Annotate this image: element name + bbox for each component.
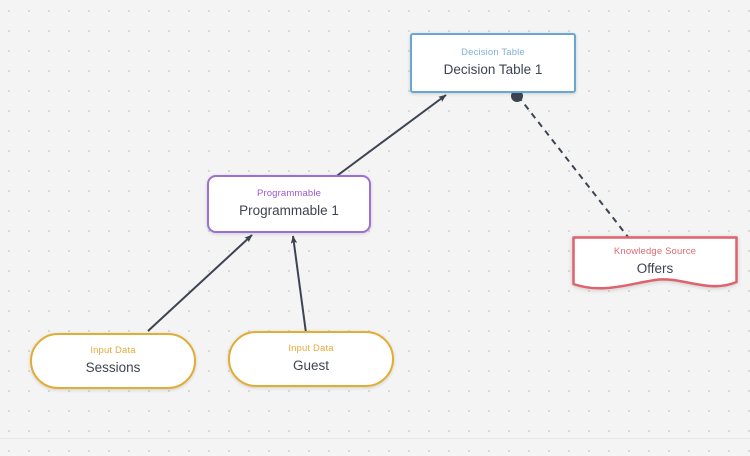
node-type-label: Programmable <box>256 188 322 200</box>
node-name-label: Decision Table 1 <box>443 62 543 78</box>
knowledge-source-shape <box>572 236 738 290</box>
node-type-label: Input Data <box>90 345 136 357</box>
node-decision-table[interactable]: Decision Table Decision Table 1 <box>410 33 576 93</box>
node-input-data-guest[interactable]: Input Data Guest <box>228 331 394 387</box>
node-programmable[interactable]: Programmable Programmable 1 <box>207 175 371 233</box>
node-type-label: Input Data <box>288 343 334 355</box>
node-name-label: Offers <box>636 260 674 276</box>
edge-programmable-to-decision-table <box>333 94 447 179</box>
edge-guest-to-programmable <box>290 235 307 334</box>
edge-knowledge-source-to-decision-table <box>517 95 629 238</box>
node-name-label: Guest <box>292 358 330 374</box>
node-type-label: Knowledge Source <box>613 246 697 257</box>
node-name-label: Programmable 1 <box>239 203 339 219</box>
edge-sessions-to-programmable <box>147 234 253 332</box>
node-type-label: Decision Table <box>461 47 525 59</box>
bottom-divider <box>0 438 750 439</box>
node-name-label: Sessions <box>85 360 141 376</box>
node-input-data-sessions[interactable]: Input Data Sessions <box>30 333 196 389</box>
node-knowledge-source[interactable]: Knowledge Source Offers <box>572 236 738 292</box>
